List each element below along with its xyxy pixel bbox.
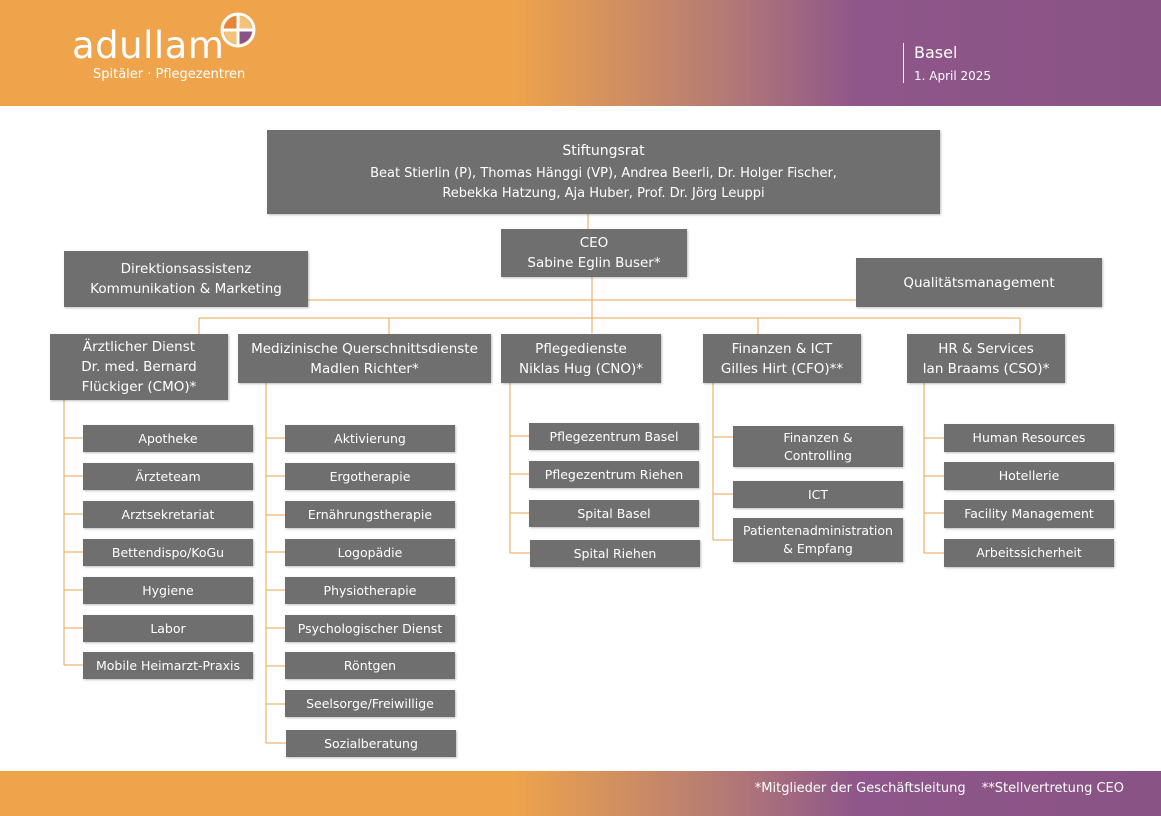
- unit-label: Patientenadministration: [743, 523, 893, 538]
- header-banner: [0, 0, 1161, 106]
- board-title: Stiftungsrat: [562, 142, 645, 159]
- direction-assistant-line1: Direktionsassistenz: [120, 261, 252, 277]
- unit-label: Spital Riehen: [573, 545, 657, 561]
- unit-label: Spital Basel: [577, 505, 651, 521]
- unit-label: Seelsorge/Freiwillige: [306, 695, 434, 711]
- unit-label: Arbeitssicherheit: [976, 545, 1082, 560]
- quality-management-label: Qualitätsmanagement: [903, 274, 1055, 291]
- board-box: Stiftungsrat Beat Stierlin (P), Thomas H…: [267, 130, 940, 214]
- unit-label: Facility Management: [964, 506, 1094, 521]
- dept-box-hr: HR & Services Ian Braams (CSO)*: [907, 334, 1065, 383]
- unit-label: ICT: [807, 486, 829, 502]
- dept-head: Ian Braams (CSO)*: [922, 360, 1050, 377]
- dept-head: Dr. med. Bernard: [81, 359, 197, 375]
- unit-box: Mobile Heimarzt-Praxis: [83, 652, 253, 679]
- unit-label: Labor: [150, 620, 186, 636]
- unit-box: Röntgen: [285, 652, 455, 679]
- dept-head: Madlen Richter*: [310, 360, 419, 377]
- dept-head: Flückiger (CMO)*: [81, 379, 197, 395]
- unit-label: Sozialberatung: [324, 735, 418, 751]
- unit-label: Controlling: [784, 447, 852, 463]
- dept-title: Pflegedienste: [535, 340, 627, 357]
- unit-box: Apotheke: [83, 425, 253, 452]
- unit-box: Ernährungstherapie: [285, 501, 455, 528]
- ceo-box: CEO Sabine Eglin Buser*: [501, 229, 687, 277]
- unit-label: Röntgen: [343, 657, 397, 673]
- unit-label: Bettendispo/KoGu: [111, 544, 225, 560]
- footer-notes: *Mitglieder der Geschäftsleitung **Stell…: [560, 780, 1124, 798]
- unit-box: Hygiene: [83, 577, 253, 604]
- ceo-name: Sabine Eglin Buser*: [527, 255, 661, 271]
- board-members-line1: Beat Stierlin (P), Thomas Hänggi (VP), A…: [370, 165, 837, 181]
- unit-box: Sozialberatung: [286, 730, 456, 757]
- unit-box: Psychologischer Dienst: [285, 615, 455, 642]
- unit-box: Patientenadministration & Empfang: [733, 518, 903, 562]
- unit-label: Apotheke: [138, 430, 198, 446]
- footnote-members: *Mitglieder der Geschäftsleitung: [754, 781, 966, 796]
- unit-box: Spital Basel: [529, 500, 699, 527]
- dept-title: Finanzen & ICT: [731, 340, 833, 357]
- unit-label: Mobile Heimarzt-Praxis: [96, 657, 240, 673]
- dept-title: Ärztlicher Dienst: [82, 339, 196, 355]
- unit-box: Finanzen & Controlling: [733, 426, 903, 467]
- direction-assistant-line2: Kommunikation & Marketing: [90, 281, 282, 297]
- footer-banner: [0, 771, 1161, 816]
- unit-label: Human Resources: [972, 430, 1086, 445]
- unit-label: Ärzteteam: [135, 468, 201, 484]
- unit-label: Psychologischer Dienst: [297, 620, 443, 636]
- dept-box-finance: Finanzen & ICT Gilles Hirt (CFO)**: [703, 334, 861, 383]
- logo-tagline: Spitäler · Pflegezentren: [93, 67, 246, 82]
- header-date: 1. April 2025: [914, 69, 992, 83]
- unit-label: Arztsekretariat: [121, 506, 215, 522]
- unit-box: Aktivierung: [285, 425, 455, 452]
- unit-box: Bettendispo/KoGu: [83, 539, 253, 566]
- unit-label: Aktivierung: [334, 430, 406, 446]
- unit-box: Human Resources: [944, 424, 1114, 452]
- footnote-deputy: **Stellvertretung CEO: [981, 781, 1124, 796]
- quality-management-box: Qualitätsmanagement: [856, 258, 1102, 307]
- unit-box: Labor: [83, 615, 253, 642]
- unit-label: Logopädie: [337, 544, 403, 560]
- unit-box: Ergotherapie: [285, 463, 455, 490]
- header-city: Basel: [914, 43, 958, 62]
- unit-label: Hygiene: [142, 582, 194, 598]
- header-divider: [903, 43, 904, 83]
- dept-box-cross-services: Medizinische Querschnittsdienste Madlen …: [238, 334, 491, 383]
- unit-box: Ärzteteam: [83, 463, 253, 490]
- unit-box: Pflegezentrum Basel: [529, 423, 699, 450]
- unit-box: Spital Riehen: [530, 540, 700, 567]
- logo-cross-icon: [220, 12, 256, 48]
- direction-assistant-box: Direktionsassistenz Kommunikation & Mark…: [64, 251, 308, 307]
- unit-box: Arztsekretariat: [83, 501, 253, 528]
- dept-head: Gilles Hirt (CFO)**: [720, 360, 844, 377]
- unit-box: Seelsorge/Freiwillige: [285, 690, 455, 717]
- unit-label: Ernährungstherapie: [307, 506, 433, 522]
- unit-label: Physiotherapie: [323, 582, 417, 598]
- unit-box: Hotellerie: [944, 462, 1114, 490]
- unit-box: Physiotherapie: [285, 577, 455, 604]
- dept-box-nursing: Pflegedienste Niklas Hug (CNO)*: [501, 334, 661, 383]
- unit-label: Ergotherapie: [329, 468, 411, 484]
- unit-label: Hotellerie: [998, 468, 1060, 483]
- dept-title: Medizinische Querschnittsdienste: [251, 340, 478, 357]
- unit-label: & Empfang: [783, 541, 853, 556]
- ceo-title: CEO: [579, 235, 609, 251]
- unit-box: Facility Management: [944, 500, 1114, 528]
- logo-wordmark: adullam: [72, 24, 225, 67]
- dept-box-medical: Ärztlicher Dienst Dr. med. Bernard Flück…: [50, 334, 228, 400]
- unit-box: Arbeitssicherheit: [944, 539, 1114, 567]
- unit-box: ICT: [733, 481, 903, 508]
- unit-label: Pflegezentrum Riehen: [544, 466, 684, 482]
- dept-title: HR & Services: [938, 340, 1034, 357]
- board-members-line2: Rebekka Hatzung, Aja Huber, Prof. Dr. Jö…: [442, 185, 765, 201]
- unit-label: Finanzen &: [783, 429, 853, 445]
- unit-label: Pflegezentrum Basel: [549, 428, 679, 444]
- unit-box: Pflegezentrum Riehen: [529, 461, 699, 488]
- unit-box: Logopädie: [285, 539, 455, 566]
- dept-head: Niklas Hug (CNO)*: [518, 360, 644, 377]
